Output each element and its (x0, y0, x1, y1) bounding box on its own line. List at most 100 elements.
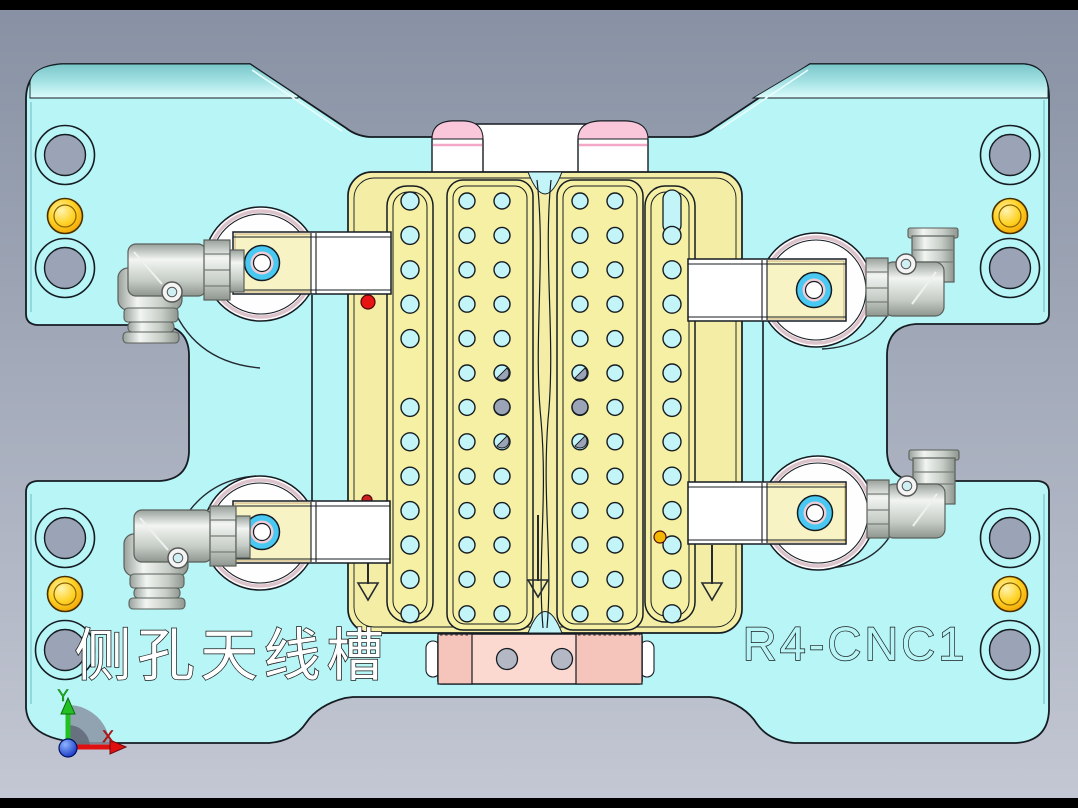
air-button[interactable] (991, 197, 1029, 235)
vacuum-hole (571, 605, 589, 623)
vacuum-hole (493, 536, 511, 554)
clamp-bolt-center (252, 522, 272, 542)
plate-edge-highlights (30, 100, 1045, 704)
air-button[interactable] (991, 575, 1029, 613)
vacuum-hole (493, 226, 511, 245)
bolt-hole (988, 628, 1032, 672)
vacuum-hole (493, 295, 511, 313)
vacuum-hole (400, 260, 420, 280)
clamp-bolt-center (805, 503, 825, 523)
vacuum-hole (493, 467, 511, 485)
center-seam (536, 179, 545, 629)
vacuum-hole (662, 604, 682, 624)
bolt-hole-counterbore (979, 619, 1041, 681)
vacuum-hole (400, 466, 420, 486)
vacuum-hole (458, 605, 476, 623)
edge-sheen-right (719, 69, 809, 130)
vacuum-hole (400, 328, 420, 349)
bracket-end-block (437, 633, 473, 685)
air-button-inner (53, 204, 77, 228)
vacuum-hole (458, 570, 476, 589)
vacuum-hole (458, 329, 476, 348)
vacuum-hole (458, 364, 476, 382)
vacuum-hole (400, 569, 420, 590)
bolt-hole (988, 516, 1032, 560)
y-axis-arrowhead (60, 696, 76, 715)
vacuum-hole (493, 501, 511, 520)
clamp-bottom-right[interactable] (687, 455, 876, 571)
vacuum-hole (571, 226, 589, 245)
bolt-hole-counterbore (34, 124, 96, 186)
arm-lines (233, 502, 390, 562)
y-axis-label: Y (57, 686, 68, 705)
corner-fasteners (34, 124, 1041, 681)
vacuum-hole (400, 294, 420, 314)
clamp-bolt-center (252, 253, 272, 273)
vacuum-hole (606, 364, 624, 382)
vacuum-hole (662, 225, 682, 246)
vacuum-hole (400, 397, 420, 418)
workpiece-nest[interactable] (347, 171, 743, 634)
vacuum-hole (662, 569, 682, 590)
plate-top-band-left (29, 63, 299, 99)
edge-sheen-left (251, 69, 343, 132)
panel-mid-right (556, 179, 644, 631)
origin-triad[interactable]: Y X (57, 686, 128, 758)
vacuum-hole (400, 432, 420, 452)
half-plugged-hole (574, 435, 588, 449)
tab-pink-cap (431, 120, 484, 140)
half-plugged-hole (496, 367, 510, 381)
tab-pink-cap (577, 120, 649, 140)
fixture-name-engraving: 侧孔天线槽 (75, 624, 390, 688)
vacuum-hole (493, 570, 511, 589)
vacuum-hole (400, 225, 420, 246)
vacuum-hole (606, 433, 624, 451)
arm-lines (233, 233, 391, 294)
vacuum-hole (571, 295, 589, 313)
vacuum-hole (662, 260, 682, 280)
vacuum-hole (606, 467, 624, 485)
vacuum-hole (400, 191, 420, 211)
vacuum-hole (571, 570, 589, 589)
bolt-hole-counterbore (34, 237, 96, 299)
vacuum-hole (606, 261, 624, 279)
letterbox-bottom (0, 798, 1078, 808)
vacuum-hole (662, 397, 682, 418)
air-button[interactable] (46, 197, 84, 235)
plugged-hole (493, 398, 511, 416)
vacuum-hole (400, 535, 420, 555)
bolt-hole-counterbore (34, 619, 96, 681)
clamp-bolt-center (804, 280, 824, 300)
arm-lines (688, 260, 846, 320)
bolt-hole (988, 133, 1032, 177)
vacuum-hole (606, 226, 624, 245)
clamp-top-right[interactable] (687, 232, 874, 348)
air-button[interactable] (46, 575, 84, 613)
bottom-clamp-bracket[interactable] (425, 630, 655, 685)
letterbox-top (0, 0, 1078, 10)
half-plugged-hole (496, 435, 510, 449)
bolt-hole-counterbore (979, 124, 1041, 186)
center-gap-bottom (527, 611, 563, 634)
plugged-hole (571, 398, 589, 416)
vacuum-hole (662, 466, 682, 486)
vacuum-hole (606, 398, 624, 417)
bracket-hole (550, 647, 574, 671)
bolt-hole (43, 133, 87, 177)
bolt-hole (988, 246, 1032, 290)
bolt-hole (43, 628, 87, 672)
bolt-hole (43, 516, 87, 560)
vacuum-hole (606, 329, 624, 348)
vacuum-hole (606, 536, 624, 554)
vacuum-hole (662, 328, 682, 349)
bracket-hole (495, 647, 519, 671)
panel-mid-right-inner (562, 185, 638, 625)
air-hoses (169, 279, 904, 569)
flow-arrows (356, 515, 724, 602)
plate-top-band-right (751, 63, 1049, 99)
vacuum-hole (458, 192, 476, 210)
vacuum-hole (458, 398, 476, 417)
half-plugged-hole (574, 367, 588, 381)
